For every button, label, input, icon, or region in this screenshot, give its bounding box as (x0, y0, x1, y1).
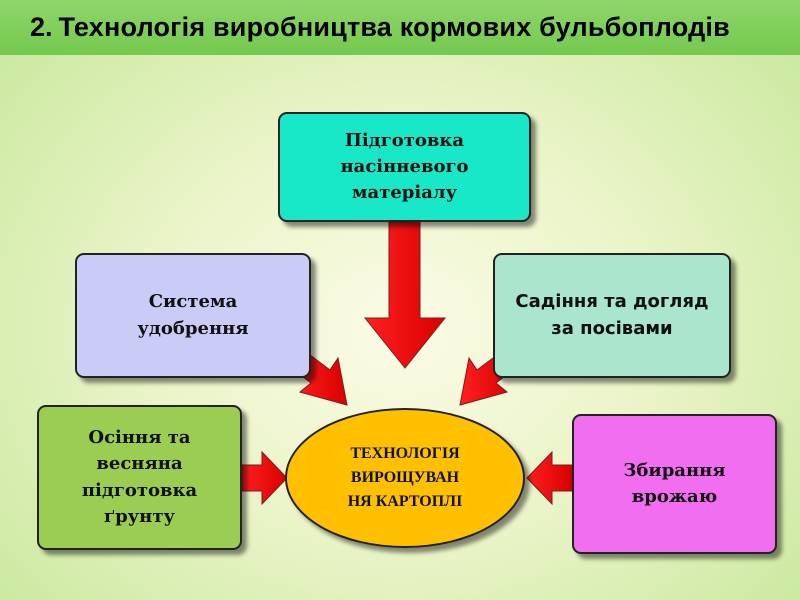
center-ellipse: ТЕХНОЛОГІЯ ВИРОЩУВАН НЯ КАРТОПЛІ (285, 408, 525, 548)
slide-title: Технологія виробництва кормових бульбопл… (58, 12, 730, 42)
title-bar: 2. Технологія виробництва кормових бульб… (0, 0, 800, 55)
box-planting-care: Садіння та догляд за посівами (493, 253, 731, 378)
title-number: 2. (30, 12, 53, 42)
arrow-down (363, 221, 447, 369)
box-soil-preparation: Осіння та весняна підготовка ґрунту (37, 405, 242, 550)
arrow-from-harvest (526, 450, 573, 506)
box-seed-preparation: Підготовка насінневого матеріалу (278, 112, 531, 222)
box-harvest: Збирання врожаю (572, 414, 777, 554)
arrow-from-soil (241, 450, 288, 506)
box-fertilizer-system: Система удобрення (75, 253, 311, 378)
